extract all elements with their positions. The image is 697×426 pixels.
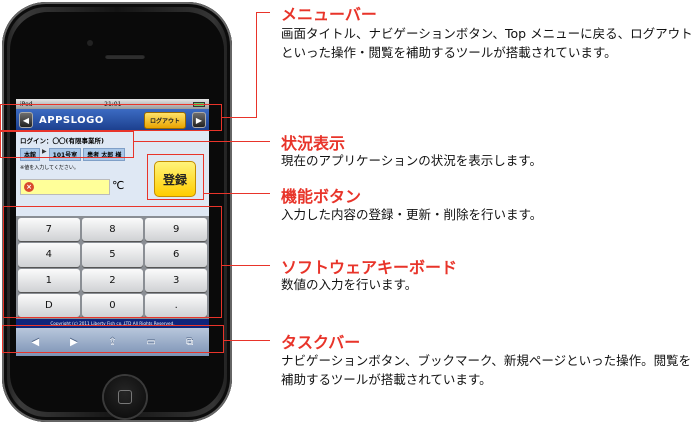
key-6[interactable]: 6 bbox=[145, 243, 207, 267]
bookmark-icon[interactable]: ▭ bbox=[146, 336, 156, 348]
key-3[interactable]: 3 bbox=[145, 268, 207, 292]
home-button[interactable] bbox=[104, 376, 146, 418]
forward-arrow-icon[interactable]: ▶ bbox=[70, 336, 78, 348]
keypad-title: ソフトウェアキーボード bbox=[281, 258, 458, 277]
taskbar-title: タスクバー bbox=[281, 333, 361, 352]
back-arrow-icon[interactable]: ◀ bbox=[31, 336, 40, 348]
key-delete[interactable]: D bbox=[18, 293, 80, 317]
copyright-bar: Copyright (c) 2011 Liberty Fish co.,LTD … bbox=[16, 319, 209, 328]
key-4[interactable]: 4 bbox=[18, 243, 80, 267]
unit-label: ℃ bbox=[112, 179, 125, 192]
function-button-description: 入力した内容の登録・更新・削除を行います。 bbox=[281, 207, 543, 222]
key-7[interactable]: 7 bbox=[18, 218, 80, 242]
speaker-grille bbox=[105, 54, 145, 59]
key-2[interactable]: 2 bbox=[81, 268, 144, 292]
keypad-frame bbox=[3, 206, 222, 318]
status-description: 現在のアプリケーションの状況を表示します。 bbox=[281, 153, 543, 168]
chevron-right-icon: ▶ bbox=[195, 115, 203, 125]
menu-bar-description: 画面タイトル、ナビゲーションボタン、Top メニューに戻る、ログアウトといった操… bbox=[281, 26, 693, 60]
key-1[interactable]: 1 bbox=[18, 268, 80, 292]
taskbar-leader bbox=[224, 340, 270, 341]
key-9[interactable]: 9 bbox=[145, 218, 207, 242]
login-status: ログイン：〇〇(有限事業所) bbox=[20, 137, 104, 145]
function-button-leader bbox=[204, 193, 270, 194]
menu-bar-leader bbox=[222, 117, 256, 118]
function-button-title: 機能ボタン bbox=[281, 187, 362, 206]
pages-icon[interactable]: ⧉ bbox=[186, 336, 194, 348]
menu-bar: ◀ APPSLOGO ログアウト ▶ bbox=[16, 109, 209, 131]
taskbar-description: ナビゲーションボタン、ブックマーク、新規ページといった操作。閲覧を補助するツール… bbox=[281, 353, 692, 387]
home-square-icon bbox=[118, 390, 132, 404]
key-8[interactable]: 8 bbox=[81, 218, 144, 242]
input-hint: ※値を入力してください。 bbox=[20, 165, 79, 171]
menu-bar-leader-top bbox=[256, 12, 270, 13]
key-decimal[interactable]: . bbox=[145, 293, 207, 317]
menu-bar-frame bbox=[0, 104, 222, 131]
phone-device: iPod 21:01 ◀ APPSLOGO ログアウト ▶ ログイン：〇〇(有限… bbox=[2, 2, 232, 422]
task-bar: ◀ ▶ ⇪ ▭ ⧉ bbox=[16, 328, 209, 356]
menu-bar-title: メニューバー bbox=[281, 5, 377, 24]
clear-icon[interactable]: × bbox=[24, 182, 34, 192]
key-0[interactable]: 0 bbox=[81, 293, 144, 317]
status-display: ログイン：〇〇(有限事業所) 本館 ▶ 101号室 患者 太郎 様 ※値を入力し… bbox=[16, 131, 209, 216]
software-keypad: 7 8 9 4 5 6 1 2 3 D 0 . bbox=[16, 216, 209, 319]
menu-bar-leader-vertical bbox=[256, 12, 257, 118]
app-logo: APPSLOGO bbox=[39, 114, 104, 126]
temperature-input[interactable]: × bbox=[20, 179, 110, 195]
status-leader bbox=[134, 141, 270, 142]
breadcrumb-arrow-icon: ▶ bbox=[42, 148, 47, 155]
logout-button[interactable]: ログアウト bbox=[143, 111, 186, 129]
camera-icon bbox=[87, 40, 93, 46]
back-button[interactable]: ◀ bbox=[19, 112, 33, 128]
key-5[interactable]: 5 bbox=[81, 243, 144, 267]
status-frame bbox=[0, 131, 134, 158]
keypad-description: 数値の入力を行います。 bbox=[281, 277, 418, 292]
register-button[interactable]: 登録 bbox=[154, 161, 196, 197]
keypad-leader bbox=[222, 265, 270, 266]
function-button-frame bbox=[147, 154, 204, 200]
chevron-left-icon: ◀ bbox=[22, 115, 30, 125]
share-icon[interactable]: ⇪ bbox=[108, 336, 117, 348]
forward-button[interactable]: ▶ bbox=[192, 112, 206, 128]
app-screen: iPod 21:01 ◀ APPSLOGO ログアウト ▶ ログイン：〇〇(有限… bbox=[16, 99, 209, 356]
status-title: 状況表示 bbox=[281, 134, 346, 153]
taskbar-frame bbox=[2, 325, 224, 353]
